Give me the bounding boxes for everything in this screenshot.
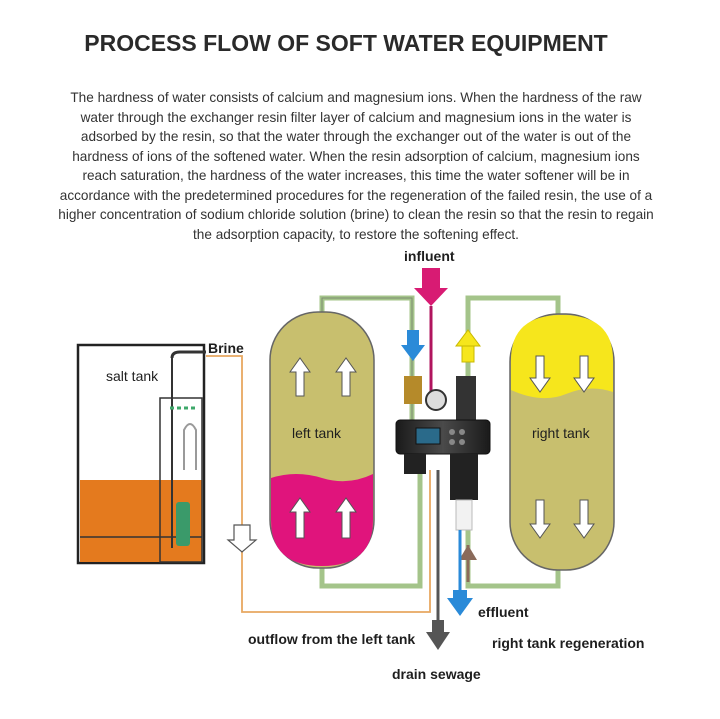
effluent-arrow <box>447 530 473 616</box>
brine-well <box>159 397 203 563</box>
down-arrow-2 <box>573 355 595 393</box>
drain-arrow <box>426 470 450 650</box>
description-paragraph: The hardness of water consists of calciu… <box>58 90 654 242</box>
influent-arrow <box>414 268 448 398</box>
brine-valve <box>176 502 190 546</box>
effluent-label: effluent <box>478 604 529 620</box>
salt-tank <box>76 343 206 565</box>
left-tank: left tank <box>269 311 375 569</box>
right-resin-layer <box>511 315 613 399</box>
up-flow-arrow <box>455 329 481 363</box>
drain-sewage-label: drain sewage <box>392 666 481 682</box>
influent-label: influent <box>404 248 455 264</box>
down-flow-arrow <box>401 330 425 361</box>
up-arrow-1 <box>289 357 311 397</box>
left-resin-layer <box>271 474 373 566</box>
left-tank-label: left tank <box>292 425 342 441</box>
up-arrow-3 <box>289 497 311 539</box>
brine-down-arrow <box>226 524 258 553</box>
up-arrow-2 <box>335 357 357 397</box>
brine-line <box>206 355 431 613</box>
down-arrow-3 <box>529 499 551 539</box>
right-tank-label: right tank <box>532 425 591 441</box>
up-arrow-4 <box>335 497 357 539</box>
valve-display <box>415 427 441 445</box>
control-valve <box>395 376 491 531</box>
outflow-left-label: outflow from the left tank <box>248 631 415 647</box>
right-tank: right tank <box>509 313 615 571</box>
brine-label: Brine <box>208 340 244 356</box>
pressure-gauge <box>425 389 447 411</box>
regeneration-arrow <box>459 545 477 582</box>
down-arrow-1 <box>529 355 551 393</box>
salt-tank-label: salt tank <box>106 368 159 384</box>
right-regeneration-label: right tank regeneration <box>492 635 644 651</box>
down-arrow-4 <box>573 499 595 539</box>
page-title: PROCESS FLOW OF SOFT WATER EQUIPMENT <box>84 30 608 56</box>
